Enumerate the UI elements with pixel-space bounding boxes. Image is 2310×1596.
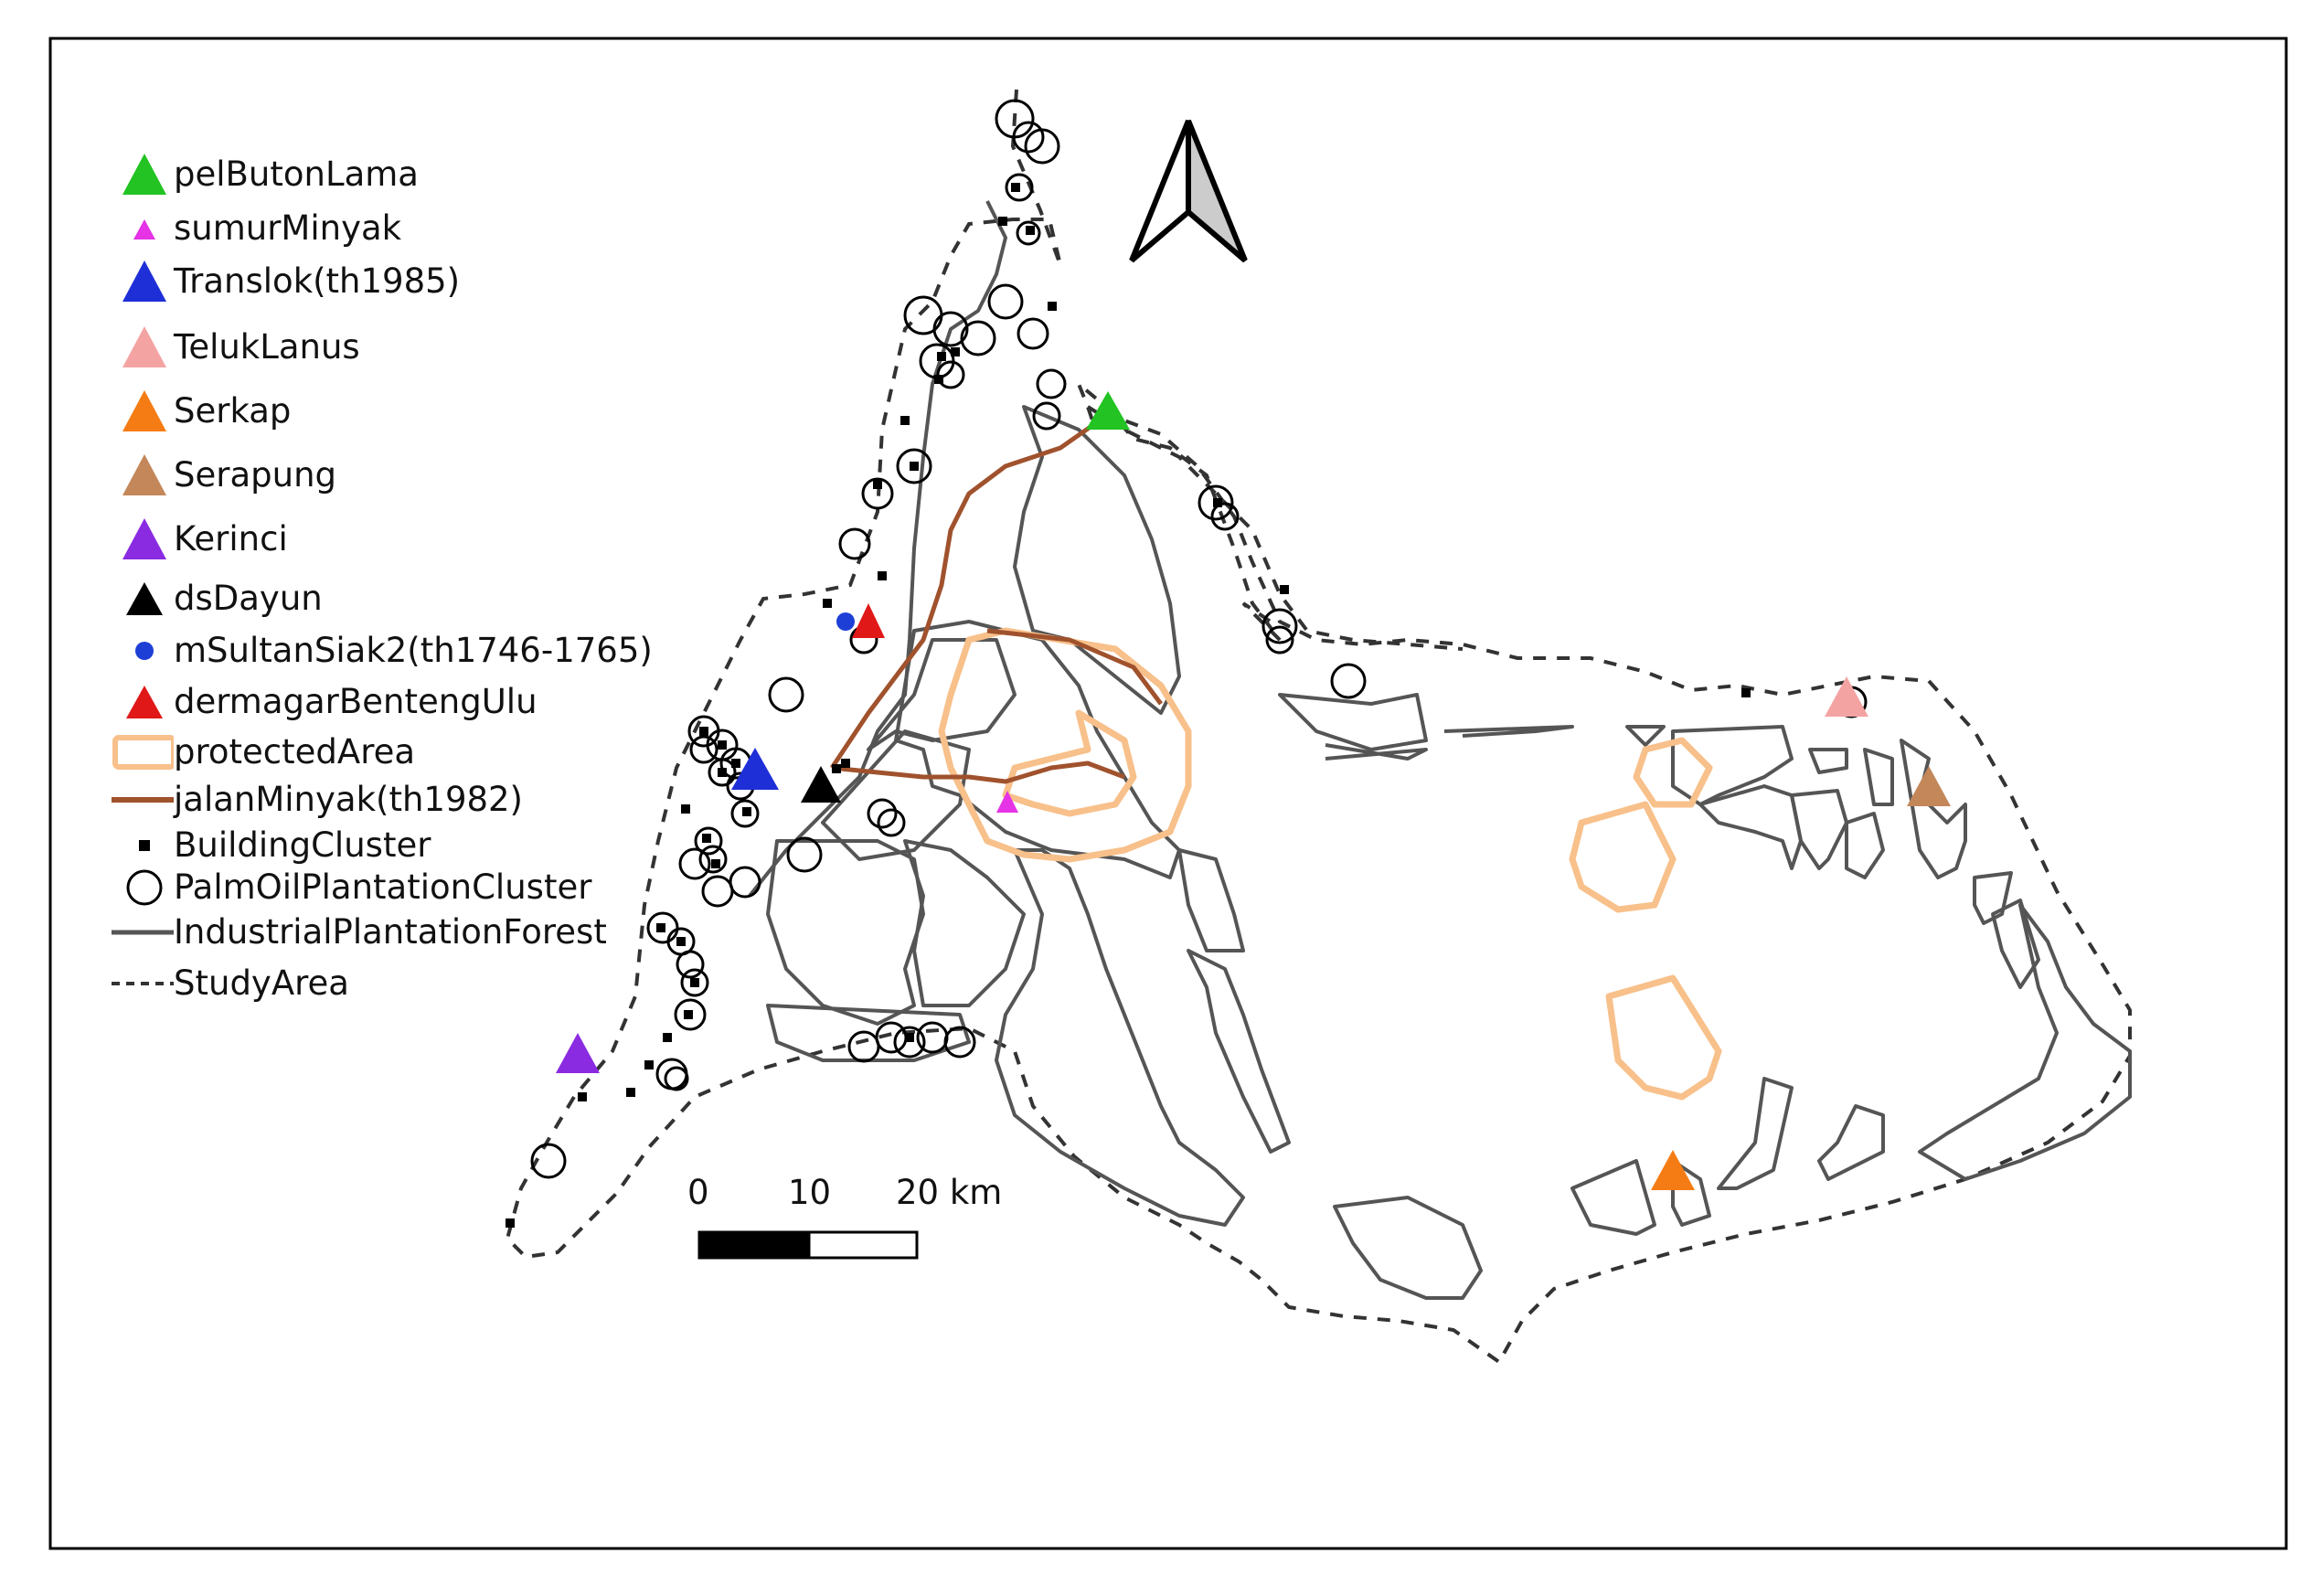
north-arrow-icon [1129,119,1248,263]
pink-triangle-icon [122,326,166,367]
scale-bar [697,1230,919,1260]
ds-dayun-marker [801,766,841,803]
open-circle-icon [126,869,163,906]
building-cluster-layer [506,183,1751,1228]
legend-label: Serapung [174,455,337,495]
legend-label: jalanMinyak(th1982) [174,780,523,819]
blue-triangle-icon [122,261,166,302]
legend-label: Kerinci [174,519,288,559]
dermagar-benteng-ulu-marker [852,603,885,638]
legend-label: pelButonLama [174,154,419,194]
study-area-boundary-east [1086,405,1464,651]
dashed-line-icon [112,982,174,985]
legend-label: dermagarBentengUlu [174,682,538,721]
translok-marker [731,748,779,790]
legend-label: mSultanSiak2(th1746-1765) [174,631,653,670]
brown-triangle-icon [122,454,166,495]
teluk-lanus-marker [1825,676,1868,717]
magenta-triangle-icon [133,219,155,239]
palm-oil-plantation-layer [530,99,1868,1179]
m-sultan-siak-marker [836,612,855,631]
kerinci-marker [556,1033,600,1073]
orange-triangle-icon [122,390,166,431]
jalan-minyak-road [829,413,1163,784]
gray-line-icon [112,930,174,935]
legend-label: TelukLanus [174,327,360,367]
legend-label: protectedArea [174,732,416,771]
protected-area-layer [938,627,1722,1101]
legend-label: IndustrialPlantationForest [174,912,607,952]
legend-label: Serkap [174,391,292,431]
scale-label-0: 0 [687,1173,709,1212]
serkap-marker [1651,1150,1695,1190]
green-triangle-icon [122,154,166,195]
map-frame [48,37,2288,1550]
study-area-boundary [505,89,2132,1365]
scale-label-10: 10 [788,1173,832,1212]
blue-dot-icon [135,642,154,660]
scale-label-20km: 20 km [896,1173,1003,1212]
purple-triangle-icon [122,518,166,559]
road-line-icon [112,797,174,803]
legend-label: Translok(th1985) [174,261,461,301]
legend-label: BuildingCluster [174,825,431,865]
legend-label: sumurMinyak [174,208,402,248]
industrial-plantation-forest-layer [748,200,2132,1300]
red-triangle-icon [126,686,163,718]
legend-label: StudyArea [174,963,349,1003]
point-markers [556,391,1951,1190]
pel-buton-lama-marker [1086,391,1130,430]
sumur-minyak-marker [996,791,1018,813]
black-triangle-icon [126,582,163,615]
legend-label: PalmOilPlantationCluster [174,867,592,907]
black-square-icon [139,840,150,851]
protected-area-swatch-icon [112,735,174,770]
serapung-marker [1907,766,1951,806]
legend-label: dsDayun [174,579,323,618]
